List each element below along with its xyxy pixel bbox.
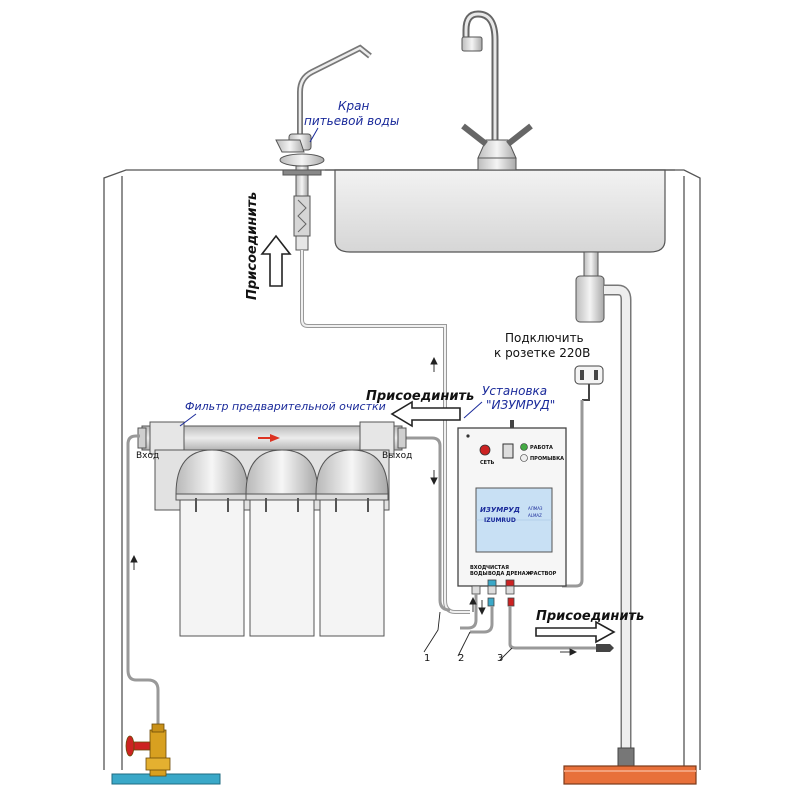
inlet-tube [126, 434, 160, 724]
unit-power-label: СЕТЬ [480, 460, 494, 466]
flow-arrows [130, 356, 578, 656]
port-inlet-2: ВОДЫ [470, 571, 488, 577]
connect-up-arrow [260, 234, 292, 287]
line-number-2: 2 [458, 653, 464, 664]
izumrud-unit [457, 420, 567, 587]
unit-label-line1: Установка [482, 384, 547, 398]
line-number-leaders [423, 611, 513, 661]
drain-pipe [563, 765, 697, 785]
faucet-label-line1: Кран [338, 99, 369, 113]
unit-tubes [397, 436, 596, 650]
unit-status-flush: ПРОМЫВКА [530, 456, 564, 462]
connect-left-arrow [390, 400, 461, 428]
connect-right-label: Присоединить [536, 609, 644, 624]
outlet-label: Выход [382, 451, 412, 461]
drinking-water-tube [300, 250, 470, 614]
sink-drain [575, 251, 635, 769]
unit-leader [463, 401, 483, 419]
drain-connector [596, 644, 614, 652]
line-number-3: 3 [497, 653, 503, 664]
unit-label-line2: "ИЗУМРУД" [486, 398, 555, 412]
mixer-tap [461, 10, 533, 171]
shutoff-valve [125, 723, 171, 777]
power-label-line1: Подключить [505, 331, 584, 345]
faucet-label-line2: питьевой воды [304, 114, 399, 128]
port-clean-1: ЧИСТАЯ [486, 565, 509, 571]
port-inlet-1: ВХОД [470, 565, 487, 571]
unit-brand-side2: ALMAZ [528, 513, 542, 518]
inlet-label: Вход [136, 451, 159, 461]
power-plug [562, 365, 604, 588]
sink [325, 169, 675, 253]
unit-brand-side1: АЛМАЗ [528, 506, 543, 511]
connect-middle-label: Присоединить [366, 389, 474, 404]
prefilter-flow-arrow [258, 434, 280, 442]
unit-brand-sub: IZUMRUD [484, 517, 516, 524]
port-drain: ДРЕНАЖ [506, 571, 533, 577]
unit-fittings [471, 579, 515, 607]
connect-right-arrow [535, 620, 616, 644]
port-clean-2: ВОДА [488, 571, 505, 577]
connect-vertical-label: Присоединить [245, 192, 260, 300]
filter-housing-1 [175, 449, 249, 637]
prefilter-title: Фильтр предварительной очистки [185, 400, 386, 413]
prefilter-leader [179, 413, 197, 427]
unit-brand-main: ИЗУМРУД [480, 506, 520, 514]
line-number-1: 1 [424, 653, 430, 664]
unit-status-work: РАБОТА [530, 445, 553, 451]
faucet-leader [309, 127, 319, 143]
drinking-faucet [275, 44, 372, 251]
filter-housing-3 [315, 449, 389, 637]
power-label-line2: к розетке 220В [494, 346, 590, 360]
filter-housing-2 [245, 449, 319, 637]
port-solution: РАСТВОР [530, 571, 557, 577]
